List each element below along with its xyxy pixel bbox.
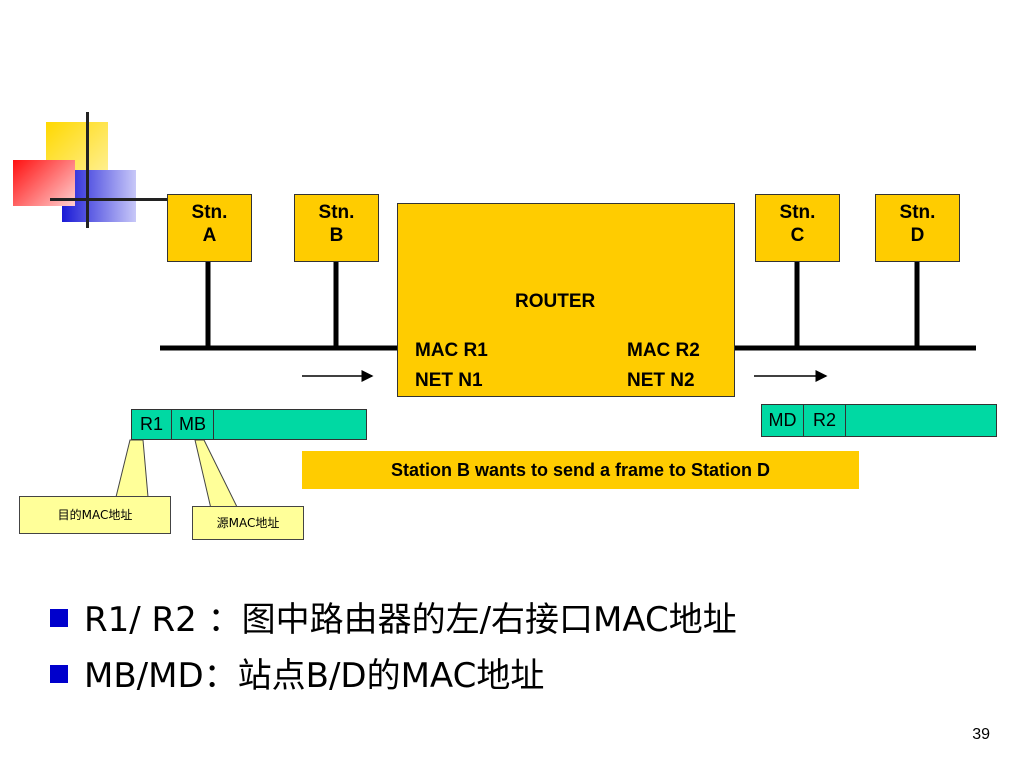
bullet-item: R1/ R2 ：图中路由器的左/右接口MAC地址 <box>50 588 737 644</box>
frame-right-src-field: R2 <box>804 405 846 436</box>
router-left-mac: MAC R1 <box>415 340 488 361</box>
callout-src-pointer <box>194 439 241 514</box>
bullet-text: R1/ R2 ：图中路由器的左/右接口MAC地址 <box>84 599 737 640</box>
station-d-label-top: Stn. <box>899 202 936 223</box>
station-a: Stn. A <box>167 194 252 262</box>
bullet-item: MB/MD：站点B/D的MAC地址 <box>50 644 737 700</box>
station-d: Stn. D <box>875 194 960 262</box>
station-c: Stn. C <box>755 194 840 262</box>
station-a-label-top: Stn. <box>191 202 228 223</box>
callout-dest-pointer <box>115 439 149 498</box>
router-left-net: NET N1 <box>415 370 483 391</box>
station-b: Stn. B <box>294 194 379 262</box>
router-box <box>397 203 735 397</box>
station-a-label-bottom: A <box>202 225 217 246</box>
bullet-square-icon <box>50 609 68 627</box>
frame-right-lan: MD R2 <box>761 404 997 437</box>
logo-vertical-line <box>86 112 89 228</box>
scenario-caption: Station B wants to send a frame to Stati… <box>302 451 859 489</box>
logo-horizontal-line <box>50 198 170 201</box>
page-number: 39 <box>972 726 990 743</box>
router-right-net: NET N2 <box>627 370 695 391</box>
station-d-label-bottom: D <box>910 225 925 246</box>
frame-left-lan: R1 MB <box>131 409 367 440</box>
frame-left-dest-field: R1 <box>132 410 172 439</box>
station-c-label-bottom: C <box>790 225 805 246</box>
bullet-square-icon <box>50 665 68 683</box>
station-b-label-bottom: B <box>329 225 344 246</box>
router-title: ROUTER <box>515 291 596 312</box>
frame-right-dest-field: MD <box>762 405 804 436</box>
station-b-label-top: Stn. <box>318 202 355 223</box>
frame-left-src-field: MB <box>172 410 214 439</box>
bullet-list: R1/ R2 ：图中路由器的左/右接口MAC地址 MB/MD：站点B/D的MAC… <box>50 588 737 700</box>
station-c-label-top: Stn. <box>779 202 816 223</box>
callout-src-mac: 源MAC地址 <box>192 506 304 540</box>
callout-dest-mac: 目的MAC地址 <box>19 496 171 534</box>
bullet-text: MB/MD：站点B/D的MAC地址 <box>84 655 545 696</box>
router-right-mac: MAC R2 <box>627 340 700 361</box>
